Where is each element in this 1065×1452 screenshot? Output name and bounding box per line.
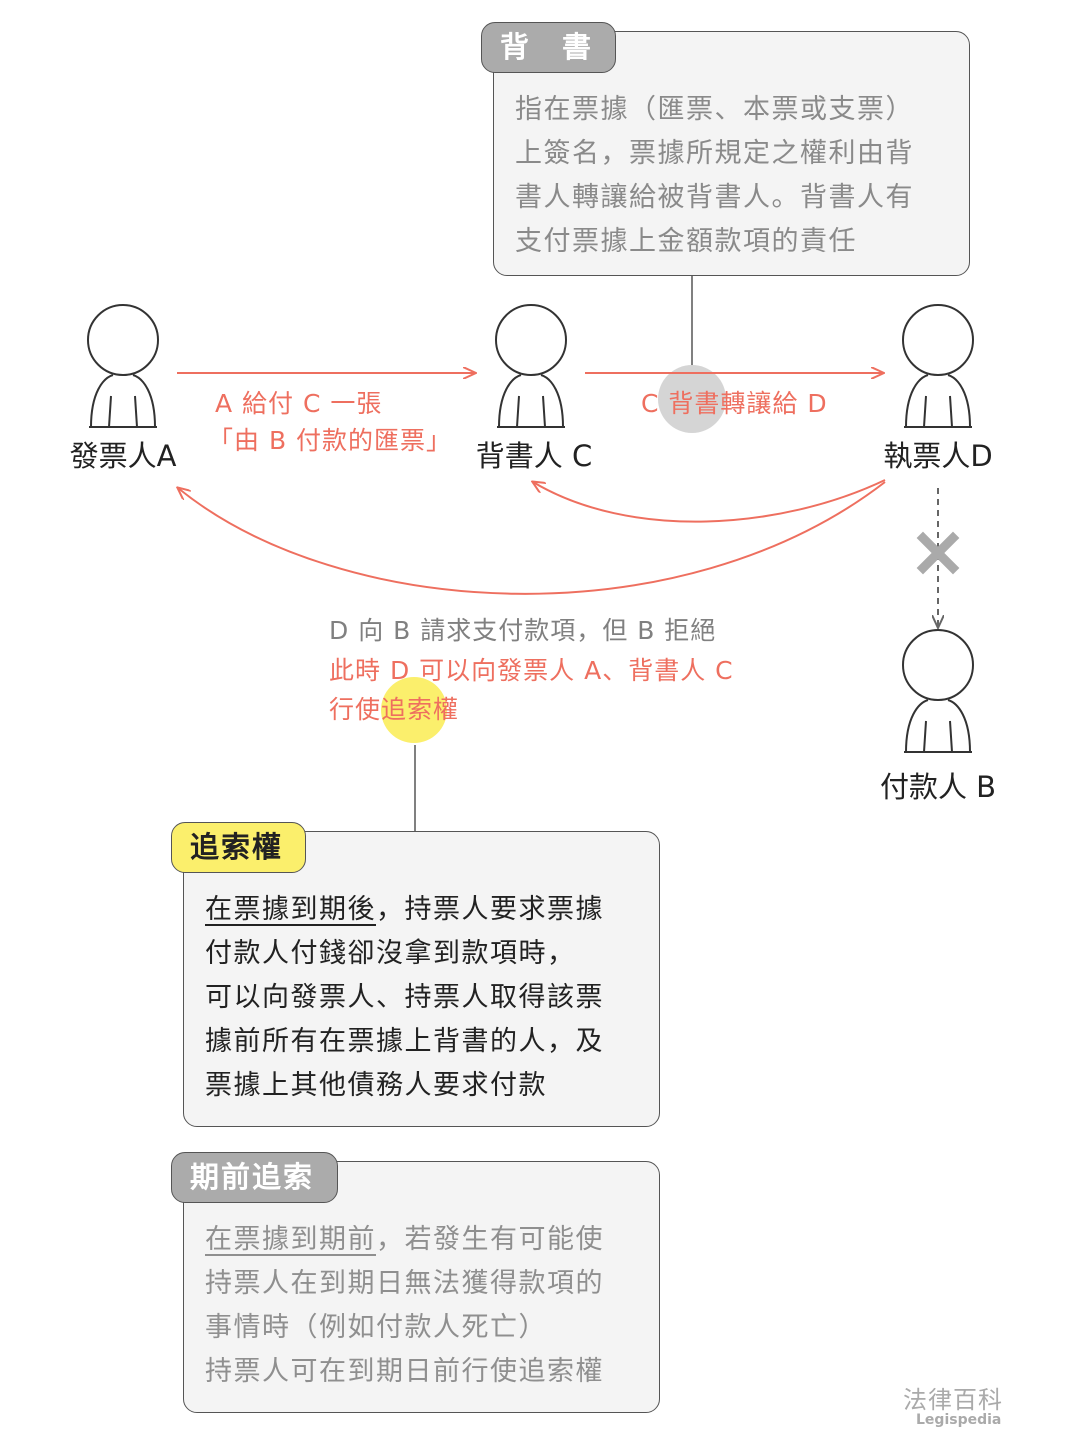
text-line: 付款人付錢卻沒拿到款項時，	[205, 938, 576, 969]
recourse-text: 在票據到期後，持票人要求票據 付款人付錢卻沒拿到款項時， 可以向發票人、持票人取…	[205, 888, 604, 1108]
a-to-c-label-2: 「由 B 付款的匯票」	[208, 426, 453, 455]
text-line: 上簽名，票據所規定之權利由背	[515, 138, 914, 169]
person-icon-b	[902, 629, 974, 753]
underlined-term: 在票據到期後	[205, 894, 376, 925]
recourse-note-1: D 向 B 請求支付款項，但 B 拒絕	[329, 616, 717, 645]
recourse-note-3: 行使追索權	[329, 695, 460, 724]
text-line: 票據上其他債務人要求付款	[205, 1070, 547, 1101]
text-line: 在票據到期後，持票人要求票據	[205, 888, 604, 932]
text-line: 可以向發票人、持票人取得該票	[205, 982, 604, 1013]
text-span: ，若發生有可能使	[376, 1224, 604, 1255]
person-icon-a	[87, 304, 159, 428]
person-label-b: 付款人 B	[879, 770, 997, 804]
arrow-d-to-c	[533, 479, 886, 523]
early-recourse-box	[183, 1161, 660, 1413]
arrow-d-to-a	[178, 481, 886, 595]
endorsement-text: 指在票據（匯票、本票或支票） 上簽名，票據所規定之權利由背 書人轉讓給被背書人。…	[515, 88, 914, 264]
text-line: 支付票據上金額款項的責任	[515, 226, 857, 257]
recourse-tab: 追索權	[171, 822, 306, 873]
logo-en: Legispedia	[916, 1412, 1002, 1428]
text-line: 書人轉讓給被背書人。背書人有	[515, 182, 914, 213]
c-to-d-label: C 背書轉讓給 D	[641, 389, 828, 418]
highlight-yellow	[381, 677, 447, 743]
logo-zh: 法律百科	[903, 1386, 1003, 1414]
a-to-c-label-1: A 給付 C 一張	[215, 389, 383, 418]
text-line: 在票據到期前，若發生有可能使	[205, 1218, 604, 1262]
person-label-c: 背書人 C	[475, 439, 593, 473]
text-line: 持票人在到期日無法獲得款項的	[205, 1268, 604, 1299]
early-recourse-text: 在票據到期前，若發生有可能使 持票人在到期日無法獲得款項的 事情時（例如付款人死…	[205, 1218, 604, 1394]
text-line: 持票人可在到期日前行使追索權	[205, 1356, 604, 1387]
person-label-a: 發票人A	[69, 439, 177, 473]
text-line: 事情時（例如付款人死亡）	[205, 1312, 547, 1343]
highlight-gray	[658, 365, 726, 433]
person-icon-c	[495, 304, 567, 428]
recourse-note-2: 此時 D 可以向發票人 A、背書人 C	[329, 656, 734, 685]
underlined-term: 在票據到期前	[205, 1224, 376, 1255]
person-icon-d	[902, 304, 974, 428]
endorsement-tab: 背 書	[481, 22, 616, 73]
text-line: 指在票據（匯票、本票或支票）	[515, 94, 914, 125]
text-span: ，持票人要求票據	[376, 894, 604, 925]
cross-icon	[916, 531, 960, 575]
text-line: 據前所有在票據上背書的人，及	[205, 1026, 604, 1057]
early-recourse-tab: 期前追索	[171, 1152, 338, 1203]
recourse-box	[183, 831, 660, 1127]
person-label-d: 執票人D	[883, 439, 993, 473]
